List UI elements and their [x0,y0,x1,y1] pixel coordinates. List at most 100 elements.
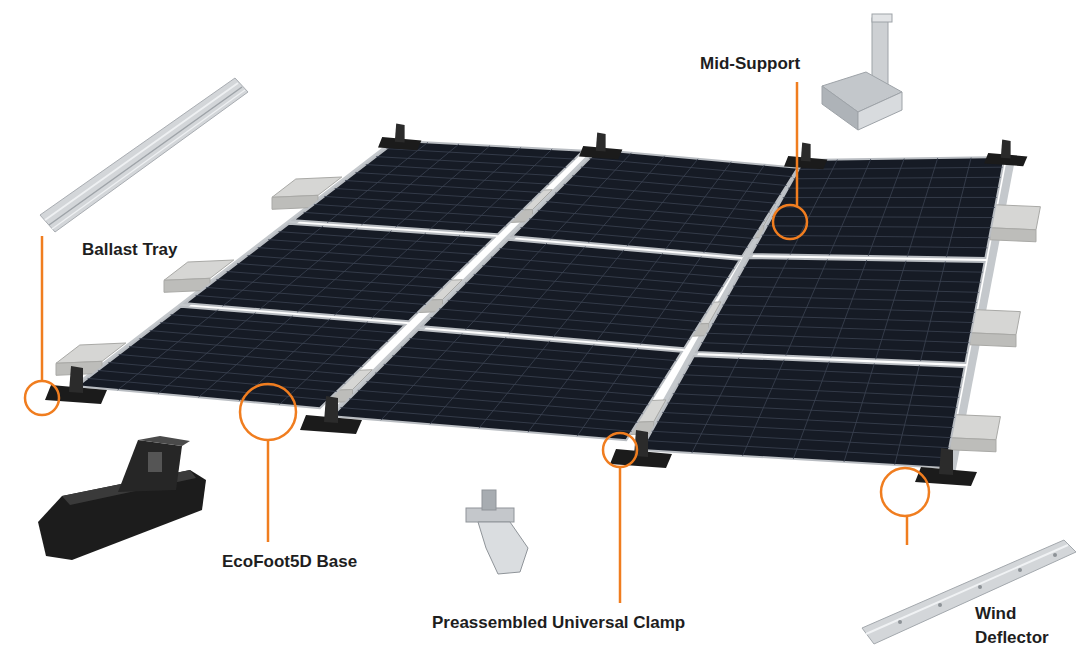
foot-slot [148,452,162,472]
cell-line [227,271,443,287]
callouts [25,82,929,603]
cell-line [778,207,996,209]
cell-line [119,354,354,374]
leader-line [267,440,270,542]
callout-circle [603,433,637,467]
ballast-block-side [970,333,1016,347]
cell-line [712,324,971,333]
cell-line [590,158,793,176]
cell-line [756,245,987,248]
callout-circle [25,381,59,415]
cell-line [788,187,999,189]
tray-ridge [49,87,242,225]
cell-line [139,339,371,359]
cell-line [98,370,337,391]
foot-post [69,366,83,393]
solar-panel [751,157,1005,258]
cell-line [278,232,485,246]
cell-line [723,305,976,313]
part-label: Ballast Tray [82,238,177,262]
cell-line [150,331,380,350]
cell-line [448,300,701,321]
cell-line [482,266,723,287]
part-label: Preassembled Universal Clamp [432,611,685,635]
tray-ridge [52,90,245,229]
cell-line [196,295,418,313]
cell-line [799,167,1003,169]
cell-line [160,323,388,342]
solar-panel [641,356,965,468]
clamp-body [478,522,528,574]
cell-line [439,309,695,331]
cell-line [646,441,947,458]
ballast-block [990,205,1040,230]
cell-line [258,248,469,263]
cell-line [304,212,507,226]
clamp-bolt [482,490,496,510]
support-cap [872,14,892,22]
ballast-block-side [950,438,996,452]
cell-line [546,202,764,221]
cell-line [216,279,434,296]
ballast-block-side [990,228,1036,242]
support-bracket [822,86,858,130]
foot-post [939,448,953,475]
solar-panel [422,240,740,348]
cell-line [392,356,665,379]
cell-line [701,343,967,353]
cell-line [733,286,979,292]
cell-line [491,257,729,277]
foot-post [1001,140,1011,159]
cell-line [683,375,960,387]
cell-line [474,274,718,295]
leader-line [796,82,799,206]
cell-line [673,394,957,408]
cell-line [707,333,970,343]
cell-line [268,240,477,255]
ballast-block [950,415,1000,440]
cell-line [375,373,654,396]
deflector-fold [866,545,1068,634]
cell-line [237,264,452,280]
cell-line [384,364,660,387]
leader-line [906,516,909,545]
cell-line [108,362,345,383]
ballast-tray-part [40,78,248,232]
cell-line [717,314,973,322]
ballast-block [970,310,1020,335]
cell-line [529,219,753,239]
cell-line [793,177,1000,179]
cell-line [401,347,671,369]
cell-line [129,347,363,367]
cell-line [783,197,997,198]
cell-line [689,365,963,377]
callout-circle [773,205,807,239]
callout-circle [881,468,929,516]
foot-post [596,133,606,152]
cell-line [662,412,953,427]
solar-panel [512,150,798,256]
cell-line [652,431,950,448]
cell-line [564,184,776,203]
cell-line [430,318,689,340]
mid-support-part [822,14,902,130]
cell-line [345,181,541,193]
cell-line [555,193,770,212]
cell-line [206,287,426,304]
cell-line [465,283,712,304]
tray-body [40,78,248,232]
cell-line [728,296,977,303]
cell-line [538,210,759,229]
leader-line [619,467,622,603]
tray-ridge [45,83,238,220]
panel-array [45,124,1040,486]
foot-post-top [138,436,190,446]
part-label: EcoFoot5D Base [222,550,357,574]
ecofoot-base-part [38,436,206,560]
support-bracket [858,92,902,130]
part-label: Wind Deflector [975,602,1075,650]
cell-line [376,157,566,168]
cell-line [572,176,781,195]
